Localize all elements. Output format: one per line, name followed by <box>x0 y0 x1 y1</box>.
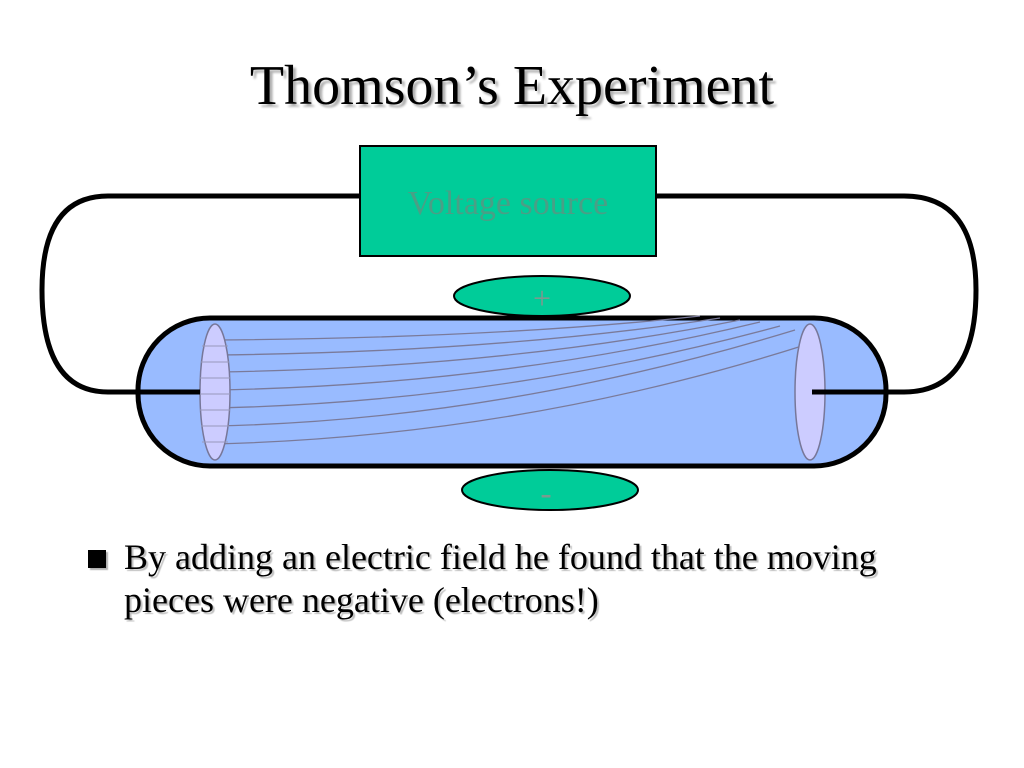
bullet-point: By adding an electric field he found tha… <box>88 536 968 622</box>
cathode-electrode-lines <box>200 345 230 443</box>
negative-plate <box>461 469 639 511</box>
bullet-text: By adding an electric field he found tha… <box>124 537 877 621</box>
electron-beam-lines <box>214 315 806 445</box>
negative-plate-label: - <box>540 475 551 512</box>
circuit-wire <box>39 193 979 395</box>
slide-title: Thomson’s Experiment <box>249 55 775 117</box>
cathode-electrode <box>199 323 231 461</box>
voltage-source-box <box>359 145 657 257</box>
positive-plate-label: + <box>533 280 551 316</box>
voltage-source-label: Voltage source <box>408 185 608 222</box>
square-bullet-icon <box>88 550 106 568</box>
